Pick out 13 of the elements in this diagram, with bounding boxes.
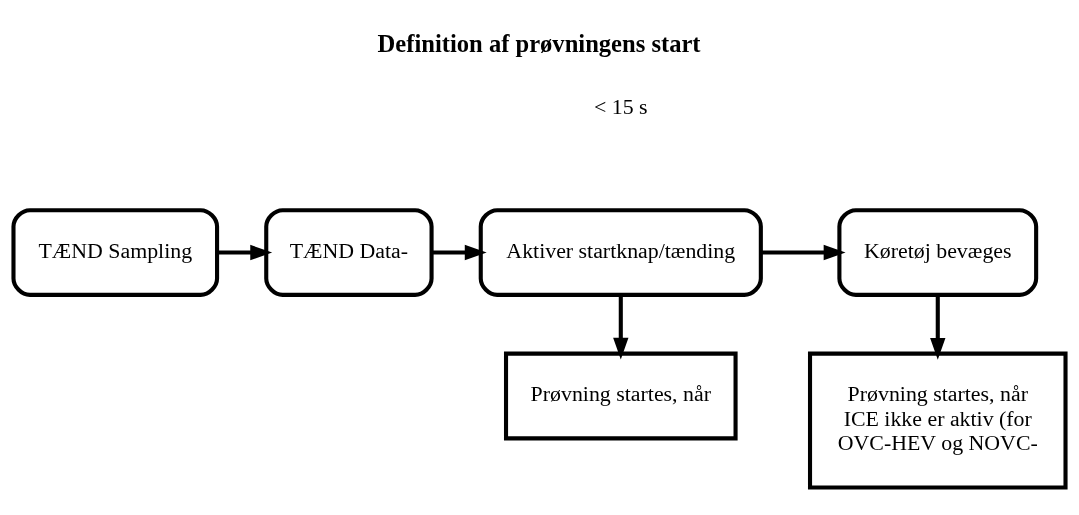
node-box: TÆND Data-	[264, 207, 434, 297]
arrow	[930, 294, 946, 360]
node-box: Prøvning startes, når ICE ikke er aktiv (for OVC-HEV og NOVC-	[807, 351, 1068, 490]
arrow	[760, 244, 846, 260]
node-box: TÆND Sampling	[11, 207, 220, 297]
label: < 15 s	[593, 94, 648, 119]
diagram-title: Definition af prøvningens start	[377, 29, 701, 57]
arrow	[217, 244, 273, 260]
node-box: Aktiver startknap/tænding	[478, 207, 763, 297]
arrow	[613, 294, 629, 360]
node-box: Køretøj bevæges	[837, 207, 1039, 297]
node-box: Prøvning startes, når	[503, 351, 738, 440]
arrow	[431, 244, 487, 260]
